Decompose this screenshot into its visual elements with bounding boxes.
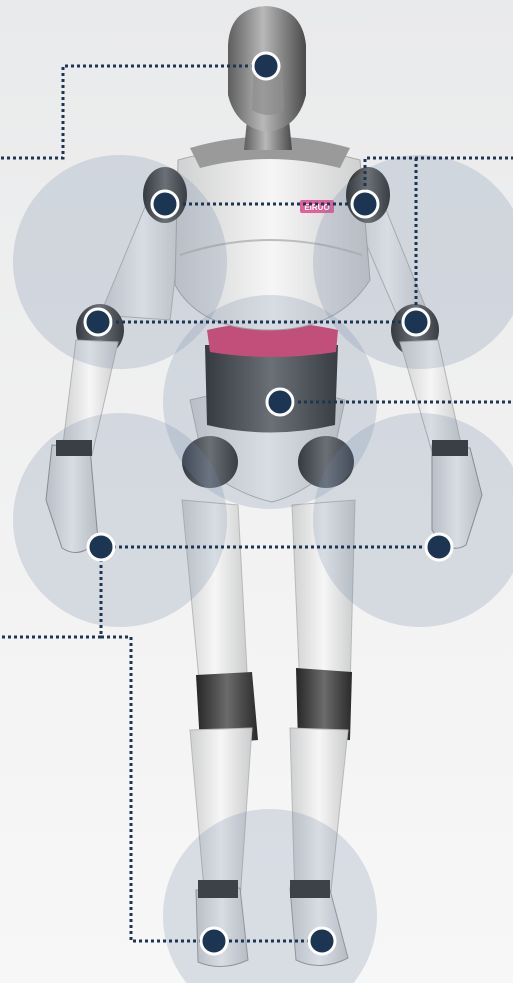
zone-left-hand bbox=[13, 413, 227, 627]
marker-left-hand[interactable] bbox=[88, 534, 114, 560]
marker-right-hand[interactable] bbox=[426, 534, 452, 560]
marker-right-elbow[interactable] bbox=[403, 309, 429, 335]
marker-left-elbow[interactable] bbox=[85, 309, 111, 335]
marker-head[interactable] bbox=[253, 53, 279, 79]
marker-right-foot[interactable] bbox=[309, 928, 335, 954]
marker-right-shoulder[interactable] bbox=[352, 191, 378, 217]
marker-left-shoulder[interactable] bbox=[152, 191, 178, 217]
zone-feet bbox=[163, 809, 377, 983]
marker-left-foot[interactable] bbox=[201, 928, 227, 954]
marker-waist[interactable] bbox=[267, 389, 293, 415]
